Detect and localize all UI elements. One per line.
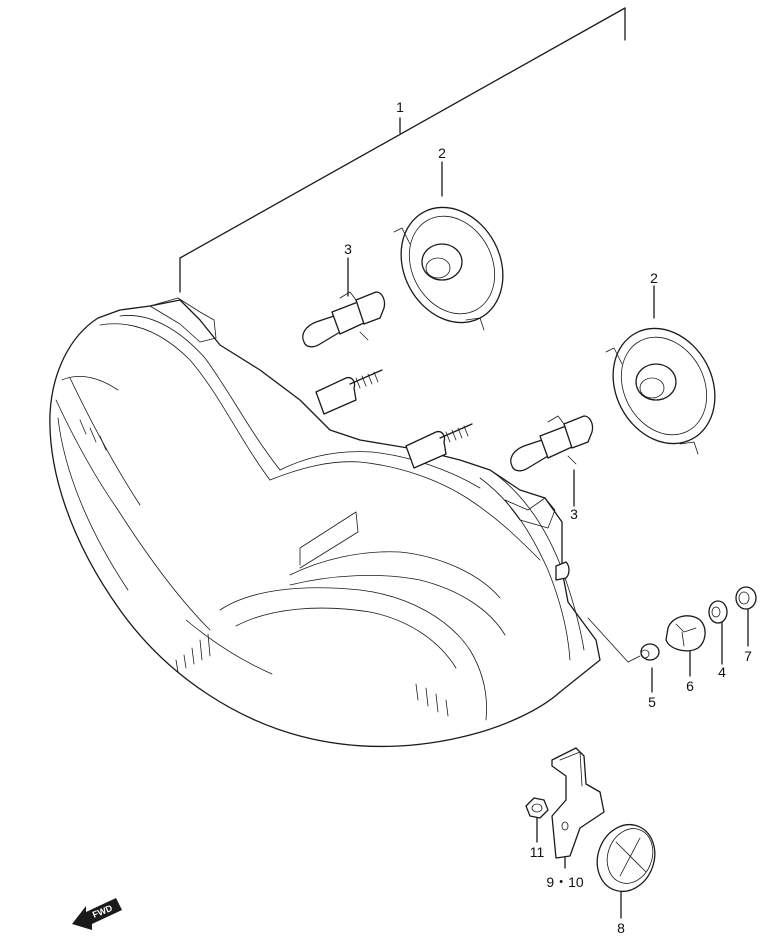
bulb-lower bbox=[510, 415, 594, 472]
callout-4: 4 bbox=[718, 664, 726, 680]
bulb-upper bbox=[302, 291, 386, 348]
callout-1: 1 bbox=[396, 99, 404, 115]
nut-part-7 bbox=[735, 586, 757, 610]
lens-texture bbox=[79, 419, 449, 717]
bracket-part-9-10 bbox=[551, 747, 605, 859]
socket-cover-lower bbox=[605, 327, 716, 455]
callout-11: 11 bbox=[530, 844, 545, 860]
callout-labels: 1 2 2 3 3 4 5 6 7 8 9・10 11 bbox=[344, 99, 752, 936]
grommet-part-6 bbox=[665, 615, 706, 652]
headlamp-housing bbox=[49, 297, 601, 748]
collar-part-5 bbox=[640, 643, 660, 661]
cap-part-8 bbox=[596, 823, 656, 893]
fwd-arrow-icon: FWD bbox=[72, 898, 122, 930]
callout-6: 6 bbox=[686, 678, 694, 694]
callout-7: 7 bbox=[744, 648, 752, 664]
nut-part-11 bbox=[525, 797, 549, 819]
callout-9-10: 9・10 bbox=[546, 874, 584, 890]
callout-5: 5 bbox=[648, 694, 656, 710]
callout-3-lower: 3 bbox=[570, 506, 578, 522]
socket-cover-upper bbox=[393, 206, 504, 331]
callout-2-upper: 2 bbox=[438, 145, 446, 161]
callout-3-upper: 3 bbox=[344, 241, 352, 257]
callout-8: 8 bbox=[617, 920, 625, 936]
callout-2-lower: 2 bbox=[650, 270, 658, 286]
mounting-stud-upper bbox=[315, 369, 383, 415]
mounting-stud-lower bbox=[405, 423, 473, 469]
washer-part-4 bbox=[708, 600, 728, 624]
